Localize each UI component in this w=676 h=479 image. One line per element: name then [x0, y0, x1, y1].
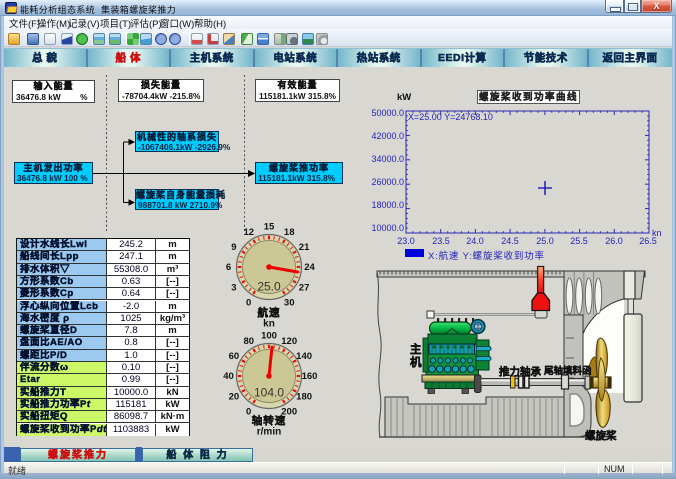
svg-text:25.0: 25.0 — [257, 280, 281, 294]
svg-text:kn: kn — [263, 319, 275, 330]
svg-text:尾轴填料函: 尾轴填料函 — [543, 365, 592, 377]
svg-text:160: 160 — [302, 371, 318, 382]
svg-text:20: 20 — [229, 391, 240, 402]
svg-text:15: 15 — [264, 222, 275, 233]
svg-text:主: 主 — [410, 342, 422, 356]
svg-text:航速: 航速 — [258, 306, 281, 319]
svg-text:轴转速: 轴转速 — [252, 414, 287, 427]
svg-text:机: 机 — [410, 355, 422, 369]
svg-text:180: 180 — [296, 391, 312, 402]
svg-text:0: 0 — [246, 406, 251, 417]
svg-text:200: 200 — [281, 406, 297, 417]
svg-text:100: 100 — [261, 331, 277, 342]
svg-text:80: 80 — [244, 336, 255, 347]
svg-text:104.0: 104.0 — [254, 386, 284, 400]
svg-text:9: 9 — [231, 242, 236, 253]
svg-text:推力轴承: 推力轴承 — [499, 365, 541, 378]
svg-text:12: 12 — [244, 227, 255, 238]
svg-text:40: 40 — [223, 371, 234, 382]
svg-text:6: 6 — [226, 262, 231, 273]
svg-text:r/min: r/min — [257, 427, 281, 438]
svg-text:24: 24 — [304, 262, 315, 273]
svg-text:0: 0 — [246, 297, 251, 308]
svg-text:140: 140 — [296, 351, 312, 362]
svg-text:21: 21 — [299, 242, 310, 253]
svg-text:27: 27 — [299, 283, 310, 294]
svg-text:60: 60 — [229, 351, 240, 362]
svg-text:18: 18 — [284, 227, 295, 238]
svg-text:120: 120 — [281, 336, 297, 347]
svg-text:螺旋桨: 螺旋桨 — [585, 429, 617, 442]
svg-text:30: 30 — [284, 297, 295, 308]
svg-text:3: 3 — [231, 283, 236, 294]
